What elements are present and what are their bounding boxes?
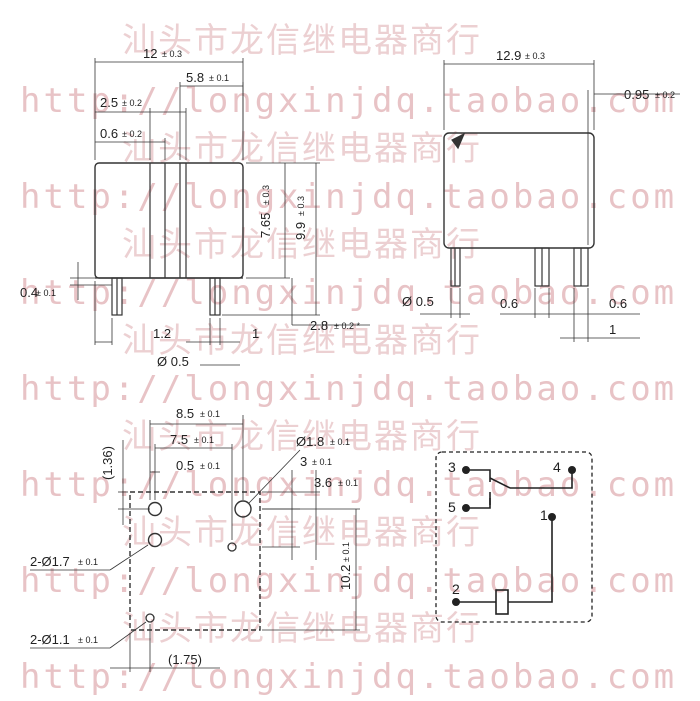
dim-pin-dia: Ø 0.5	[157, 354, 189, 369]
dim-total-height: 9.9	[293, 222, 308, 240]
dim-pcb-3: 3	[300, 454, 307, 469]
dim-side-pin-dia: Ø 0.5	[402, 294, 434, 309]
dim-slot-wall-tol: ± 0.2	[122, 129, 142, 139]
dim-pcb-8-5: 8.5	[176, 406, 194, 421]
dim-side-pin-thick-b: 0.6	[609, 296, 627, 311]
dim-pcb-3-6-tol: ± 0.1	[338, 478, 358, 488]
side-view	[420, 60, 680, 342]
watermark-url: http://longxinjdq.taobao.com	[20, 273, 677, 313]
dim-pin-length: 2.8	[310, 318, 328, 333]
dim-pcb-7-5-tol: ± 0.1	[194, 435, 214, 445]
pcb-layout-labels: 8.5 ± 0.1 7.5 ± 0.1 0.5 ± 0.1 (1.36) Ø1.…	[30, 406, 358, 667]
schematic	[435, 451, 593, 623]
dim-pcb-10-2-tol: ± 0.1	[341, 542, 351, 562]
dim-pin-left: 1.2	[153, 326, 171, 341]
dim-width-tol: ± 0.3	[162, 49, 182, 59]
dim-pin-right: 1	[252, 326, 259, 341]
dim-pcb-holes-11: 2-Ø1.1	[30, 632, 70, 647]
dim-pcb-8-5-tol: ± 0.1	[200, 409, 220, 419]
watermark-shop: 汕头市龙信继电器商行	[122, 513, 482, 553]
dim-slot-width-tol: ± 0.2	[122, 98, 142, 108]
watermark: 汕头市龙信继电器商行 http://longxinjdq.taobao.com …	[20, 21, 677, 697]
dim-pcb-holes-17-tol: ± 0.1	[78, 557, 98, 567]
pin-label-2: 2	[452, 581, 460, 597]
dim-side-pin-thick-a: 0.6	[500, 296, 518, 311]
dim-body-height: 7.65	[258, 213, 273, 238]
dim-standoff: 0.4	[20, 285, 38, 300]
dim-standoff-tol: ± 0.1	[36, 288, 56, 298]
dim-pcb-hole-big-tol: ± 0.1	[330, 437, 350, 447]
watermark-url: http://longxinjdq.taobao.com	[20, 369, 677, 409]
watermark-url: http://longxinjdq.taobao.com	[20, 657, 677, 697]
watermark-shop: 汕头市龙信继电器商行	[122, 21, 482, 61]
dim-pcb-1-75: (1.75)	[168, 652, 202, 667]
pin-label-4: 4	[553, 459, 561, 475]
dim-slot-wall: 0.6	[100, 126, 118, 141]
dim-pcb-7-5: 7.5	[170, 432, 188, 447]
dim-body-height-tol: ± 0.3	[261, 185, 271, 205]
dim-side-offset-tol: ± 0.2	[655, 90, 675, 100]
schematic-labels: 3 4 5 1 2	[448, 459, 561, 597]
front-view-labels: 12 ± 0.3 5.8 ± 0.1 2.5 ± 0.2 0.6 ± 0.2 7…	[20, 46, 360, 369]
dim-side-offset: 0.95	[624, 87, 649, 102]
watermark-url: http://longxinjdq.taobao.com	[20, 177, 677, 217]
dim-pcb-0-5: 0.5	[176, 458, 194, 473]
dim-pin-length-tol: ± 0.2 *	[334, 321, 360, 331]
watermark-shop: 汕头市龙信继电器商行	[122, 321, 482, 361]
dim-total-height-tol: ± 0.3	[296, 196, 306, 216]
dim-pcb-holes-17: 2-Ø1.7	[30, 554, 70, 569]
pin-label-1: 1	[540, 507, 548, 523]
pin-label-3: 3	[448, 459, 456, 475]
watermark-shop: 汕头市龙信继电器商行	[122, 225, 482, 265]
watermark-url: http://longxinjdq.taobao.com	[20, 561, 677, 601]
pin-label-5: 5	[448, 499, 456, 515]
dim-pcb-hole-big: Ø1.8	[296, 434, 324, 449]
dim-pcb-3-tol: ± 0.1	[312, 457, 332, 467]
dim-side-width-tol: ± 0.3	[525, 51, 545, 61]
side-view-labels: 12.9 ± 0.3 0.95 ± 0.2 Ø 0.5 0.6 0.6 1	[402, 48, 675, 337]
pcb-layout	[30, 415, 360, 672]
dim-pcb-3-6: 3.6	[314, 475, 332, 490]
dim-slot-offset-tol: ± 0.1	[209, 73, 229, 83]
dim-pcb-holes-11-tol: ± 0.1	[78, 635, 98, 645]
dim-slot-width: 2.5	[100, 95, 118, 110]
dim-side-pin-width: 1	[609, 322, 616, 337]
watermark-url: http://longxinjdq.taobao.com	[20, 465, 677, 505]
watermark-shop: 汕头市龙信继电器商行	[122, 609, 482, 649]
dim-pcb-10-2: 10.2	[338, 565, 353, 590]
dim-pcb-1-36: (1.36)	[100, 446, 115, 480]
dim-side-width: 12.9	[496, 48, 521, 63]
dim-slot-offset: 5.8	[186, 70, 204, 85]
watermark-url: http://longxinjdq.taobao.com	[20, 81, 677, 121]
dim-pcb-0-5-tol: ± 0.1	[200, 461, 220, 471]
dim-width: 12	[143, 46, 157, 61]
front-view	[70, 58, 370, 366]
